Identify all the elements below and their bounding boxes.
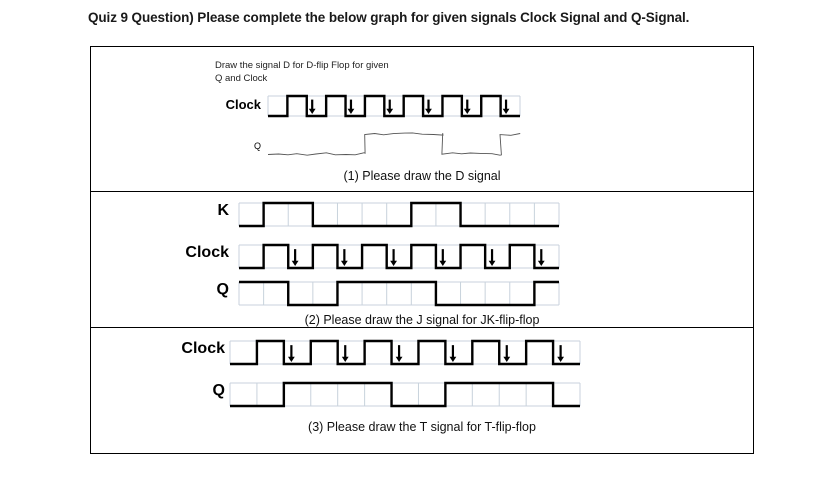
signal-label-clock-p1: Clock [191, 97, 261, 112]
waveform-clock-p2 [239, 242, 559, 274]
panel-2-caption: (2) Please draw the J signal for JK-flip… [91, 313, 753, 327]
falling-edge-arrow-icon [341, 249, 348, 266]
waveform-clock-p1 [268, 93, 520, 121]
signal-label-k-p2: K [151, 202, 229, 220]
falling-edge-arrow-icon [292, 249, 299, 266]
panel-1-caption: (1) Please draw the D signal [91, 169, 753, 183]
falling-edge-arrow-icon [386, 100, 393, 114]
falling-edge-arrow-icon [288, 345, 295, 362]
waveform-clock-p3 [230, 338, 580, 370]
waveform-q-p3 [230, 380, 580, 412]
falling-edge-arrow-icon [557, 345, 564, 362]
signal-label-q-p1: Q [191, 141, 261, 151]
falling-edge-arrow-icon [503, 100, 510, 114]
waveform-trace [230, 341, 580, 364]
signal-label-q-p2: Q [151, 281, 229, 299]
falling-edge-arrow-icon [342, 345, 349, 362]
signal-label-clock-p2: Clock [151, 244, 229, 262]
waveform-grid [239, 203, 559, 226]
falling-edge-arrow-icon [390, 249, 397, 266]
panel-d-flipflop: Draw the signal D for D-flip Flop for gi… [90, 46, 754, 192]
falling-edge-arrow-icon [309, 100, 316, 114]
waveform-trace [268, 133, 520, 155]
falling-edge-arrow-icon [538, 249, 545, 266]
waveform-q-p1 [268, 129, 520, 159]
falling-edge-arrow-icon [425, 100, 432, 114]
waveform-grid [239, 245, 559, 268]
waveform-grid [230, 341, 580, 364]
waveform-trace [239, 282, 559, 305]
falling-edge-arrow-icon [489, 249, 496, 266]
waveform-diagram: Draw the signal D for D-flip Flop for gi… [90, 46, 754, 454]
falling-edge-arrow-icon [439, 249, 446, 266]
falling-edge-arrow-icon [348, 100, 355, 114]
panel-jk-flipflop: K Clock Q (2) Please draw the J signal f… [90, 192, 754, 328]
waveform-k-p2 [239, 200, 559, 232]
waveform-trace [239, 203, 559, 226]
waveform-trace [239, 245, 559, 268]
panel-3-caption: (3) Please draw the T signal for T-flip-… [91, 420, 753, 434]
panel-1-note: Draw the signal D for D-flip Flop for gi… [215, 59, 389, 85]
signal-label-clock-p3: Clock [143, 340, 225, 358]
waveform-q-p2 [239, 279, 559, 311]
waveform-trace [230, 383, 580, 406]
signal-label-q-p3: Q [143, 382, 225, 400]
falling-edge-arrow-icon [396, 345, 403, 362]
panel-t-flipflop: Clock Q (3) Please draw the T signal for… [90, 328, 754, 454]
waveform-grid [239, 282, 559, 305]
falling-edge-arrow-icon [503, 345, 510, 362]
waveform-grid [230, 383, 580, 406]
falling-edge-arrow-icon [464, 100, 471, 114]
waveform-trace [268, 96, 520, 116]
page-title: Quiz 9 Question) Please complete the bel… [88, 10, 689, 25]
falling-edge-arrow-icon [450, 345, 457, 362]
